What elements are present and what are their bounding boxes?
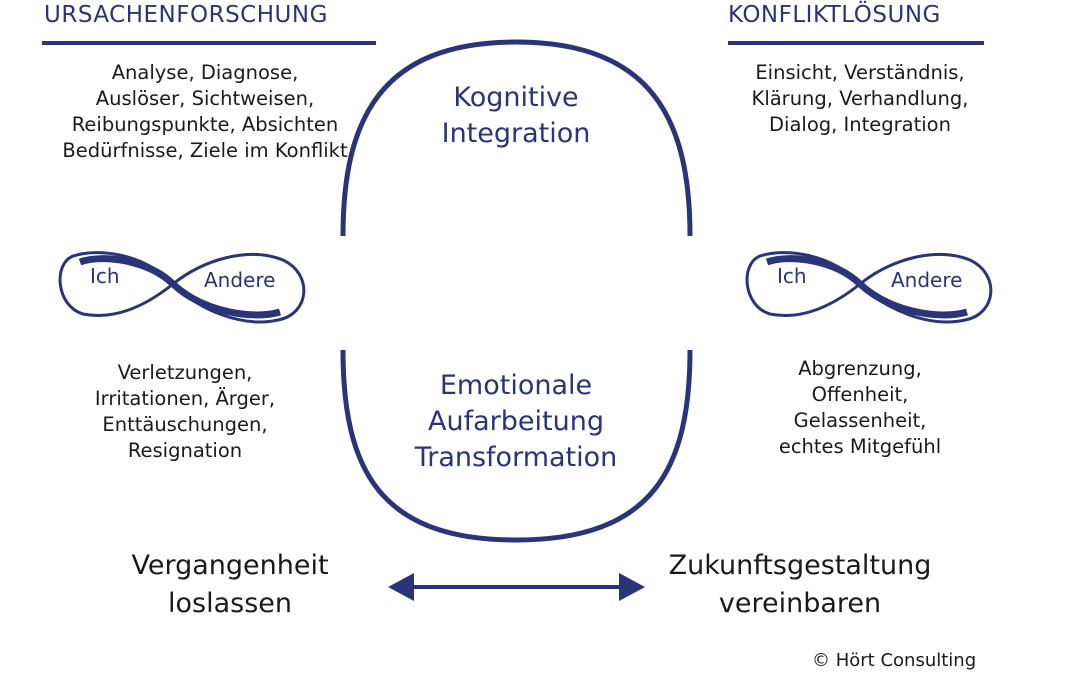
infinity-right-self: Ich	[777, 264, 807, 288]
arrow-left-head	[388, 573, 414, 601]
text-line: Enttäuschungen,	[102, 413, 268, 436]
right-cognitive-text: Einsicht, Verständnis, Klärung, Verhandl…	[700, 60, 1020, 138]
text-line: Dialog, Integration	[769, 113, 951, 136]
text-line: Bedürfnisse, Ziele im Konflikt	[62, 139, 348, 162]
text-line: Gelassenheit,	[793, 409, 927, 432]
center-cognitive-label: Kognitive Integration	[400, 80, 632, 152]
text-line: Resignation	[127, 439, 243, 462]
infinity-icon-right	[745, 251, 993, 324]
text-line: Klärung, Verhandlung,	[751, 87, 969, 110]
text-line: Offenheit,	[811, 383, 909, 406]
text-line: Reibungspunkte, Absichten	[71, 113, 339, 136]
infinity-left-other: Andere	[204, 268, 276, 292]
text-line: Einsicht, Verständnis,	[755, 61, 965, 84]
heading-konfliktloesung: KONFLIKTLÖSUNG	[728, 2, 941, 28]
text-line: Irritationen, Ärger,	[94, 387, 276, 410]
right-bottom-label: Zukunftsgestaltung vereinbaren	[650, 547, 950, 623]
text-line: Verletzungen,	[117, 361, 253, 384]
center-emotional-label: Emotionale Aufarbeitung Transformation	[390, 368, 642, 476]
text-line: vereinbaren	[718, 588, 882, 619]
lower-arch	[340, 349, 693, 543]
text-line: Zukunftsgestaltung	[668, 550, 932, 581]
left-cognitive-text: Analyse, Diagnose, Auslöser, Sichtweisen…	[20, 60, 390, 164]
heading-underline	[42, 41, 376, 45]
text-line: Abgrenzung,	[798, 357, 922, 380]
infinity-left-self: Ich	[90, 264, 120, 288]
text-line: Integration	[441, 118, 591, 149]
copyright-notice: © Hört Consulting	[812, 650, 977, 671]
text-line: loslassen	[168, 588, 292, 619]
left-emotional-text: Verletzungen, Irritationen, Ärger, Enttä…	[40, 360, 330, 464]
text-line: Transformation	[414, 442, 618, 473]
text-line: Vergangenheit	[131, 550, 329, 581]
upper-arch	[340, 39, 693, 237]
heading-ursachenforschung: URSACHENFORSCHUNG	[44, 2, 328, 28]
text-line: Emotionale	[439, 370, 593, 401]
text-line: Aufarbeitung	[428, 406, 604, 437]
text-line: Auslöser, Sichtweisen,	[95, 87, 315, 110]
left-bottom-label: Vergangenheit loslassen	[90, 547, 370, 623]
infinity-right-other: Andere	[891, 268, 963, 292]
text-line: Analyse, Diagnose,	[111, 61, 299, 84]
infinity-icon-left	[58, 251, 306, 324]
text-line: echtes Mitgefühl	[778, 435, 942, 458]
text-line: Kognitive	[453, 82, 579, 113]
arrow-right-head	[619, 573, 645, 601]
heading-underline	[728, 41, 984, 45]
right-emotional-text: Abgrenzung, Offenheit, Gelassenheit, ech…	[720, 356, 1000, 460]
